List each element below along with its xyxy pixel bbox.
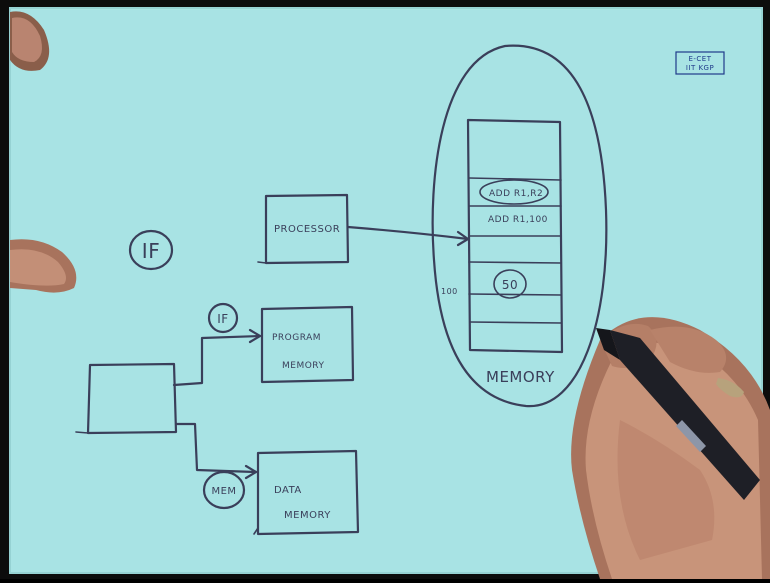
memory-label: MEMORY <box>486 368 555 386</box>
memory-address-100: 100 <box>441 287 458 296</box>
data-memory-label-1: DATA <box>274 485 302 496</box>
memory-value-50: 50 <box>502 278 518 292</box>
mem-access-label: MEM <box>211 486 236 497</box>
watermark-line-2: IIT KGP <box>686 64 714 72</box>
data-memory-label-2: MEMORY <box>284 510 331 521</box>
if-access-label: IF <box>217 312 228 326</box>
program-memory-label-1: PROGRAM <box>272 333 321 343</box>
watermark-line-1: E-CET <box>688 55 711 63</box>
processor-label: PROCESSOR <box>274 224 340 235</box>
memory-instruction-1: ADD R1,R2 <box>489 189 543 199</box>
memory-instruction-2: ADD R1,100 <box>488 215 548 225</box>
program-memory-label-2: MEMORY <box>282 361 324 371</box>
if-stage-label: IF <box>142 239 160 263</box>
